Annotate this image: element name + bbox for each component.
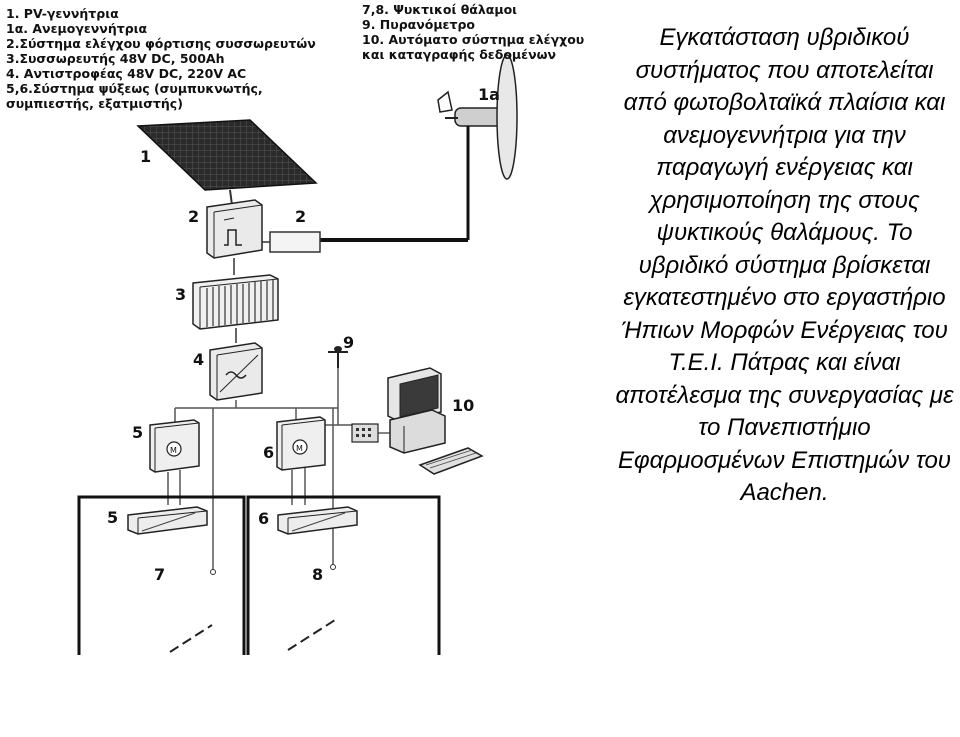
legend-item: 4. Αντιστροφέας 48V DC, 220V AC	[6, 66, 247, 81]
inverter	[209, 342, 263, 401]
battery-bank-label: 3	[175, 285, 186, 304]
legend-item: συμπιεστής, εξατμιστής)	[6, 96, 183, 111]
ac-distribution	[174, 368, 352, 426]
battery-bank	[192, 274, 279, 330]
legend-item: 1α. Ανεμογεννήτρια	[6, 21, 148, 36]
pyranometer-label: 9	[343, 333, 354, 352]
legend-item: και καταγραφής δεδομένων	[362, 47, 556, 62]
cooling-unit-5: M	[149, 419, 200, 473]
legend-item: 9. Πυρανόμετρο	[362, 17, 476, 32]
legend-item: 5,6.Σύστημα ψύξεως (συμπυκνωτής,	[6, 81, 263, 96]
cooling-unit-6-label: 6	[263, 443, 274, 462]
evaporator-6	[277, 506, 358, 535]
cold-chambers	[77, 495, 441, 655]
inverter-label: 4	[193, 350, 204, 369]
evaporator-5	[127, 506, 208, 535]
chamber-8-label: 8	[312, 565, 323, 584]
charge-controller-label: 2	[188, 207, 199, 226]
chamber-7-label: 7	[154, 565, 165, 584]
wind-controller	[269, 231, 321, 253]
wind-turbine	[437, 54, 518, 240]
pyranometer	[328, 346, 348, 368]
computer-system	[351, 367, 484, 475]
cooling-unit-5-label: 5	[132, 423, 143, 442]
svg-text:M: M	[170, 446, 177, 455]
pv-panel	[136, 119, 318, 206]
wind-controller-label: 2	[295, 207, 306, 226]
caption-text: Εγκατάσταση υβριδικού συστήματος που απο…	[615, 24, 954, 506]
legend-item: 2.Σύστημα ελέγχου φόρτισης συσσωρευτών	[6, 36, 316, 51]
pv-label: 1	[140, 147, 151, 166]
legend-left: 1. PV-γεννήτρια 1α. Ανεμογεννήτρια 2.Σύσ…	[6, 6, 316, 111]
cooling-unit-6: M	[276, 416, 326, 471]
evaporator-6-label: 6	[258, 509, 269, 528]
system-diagram: 1 1a 2 2 3	[77, 54, 518, 655]
legend-item: 7,8. Ψυκτικοί θάλαμοι	[362, 2, 518, 17]
legend-right: 7,8. Ψυκτικοί θάλαμοι 9. Πυρανόμετρο 10.…	[362, 2, 584, 62]
evaporator-5-label: 5	[107, 508, 118, 527]
charge-controller	[206, 199, 263, 259]
computer-label: 10	[452, 396, 474, 415]
legend-item: 3.Συσσωρευτής 48V DC, 500Ah	[6, 51, 225, 66]
legend-item: 10. Αυτόματο σύστημα ελέγχου	[362, 32, 585, 47]
wind-turbine-label: 1a	[478, 85, 500, 104]
legend-item: 1. PV-γεννήτρια	[6, 6, 119, 21]
svg-text:M: M	[296, 444, 303, 453]
